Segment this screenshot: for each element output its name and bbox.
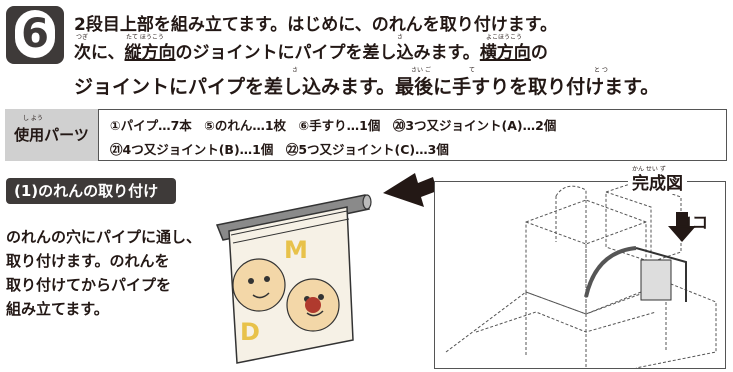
noren-illustration [215,173,435,364]
section-desc-2: 取り付けます。のれんを [6,252,170,270]
completion-diagram [445,182,717,368]
ruby-yoko: よこほうこう [486,34,523,41]
line2-part-e: の [530,43,548,63]
line2-part-a: 次に、 [74,43,125,63]
ruby-te: て [469,67,476,74]
step-number: 6 [15,10,55,58]
section-desc-4: 組み立てます。 [6,300,109,318]
arrow-left-icon [383,173,435,207]
instruction-line-1: 2段目上部を組み立てます。はじめに、のれんを取り付けます。 [74,15,558,35]
parts-line-2: ㉑4つ又ジョイント(B)…1個 ㉒5つ又ジョイント(C)…3個 [110,142,449,157]
ruby-sa2: さ [292,67,299,74]
vertical-direction-text: 縦方向 [124,43,176,63]
arrow-down-icon [668,212,696,242]
parts-line-1: ①パイプ…7本 ⑤のれん…1枚 ⑥手すり…1個 ⑳3つ又ジョイント(A)…2個 [110,118,557,133]
completion-title-ruby: かん せい ず [632,166,666,173]
section-desc-1: のれんの穴にパイプに通し、 [6,228,202,246]
noren-letter-d: D [240,318,260,346]
ruby-saigo: さい ご [411,67,431,74]
ruby-sa: さ [397,34,404,41]
completion-title: 完成図 [628,169,687,194]
instruction-line-2: 次に、縦方向のジョイントにパイプを差し込みます。横方向の [74,38,548,63]
ruby-tate: たて ほうこう [126,34,164,41]
section-title: (1)のれんの取り付け [6,178,176,204]
horizontal-direction-text: 横方向 [479,43,531,63]
ruby-tsugi: つぎ [76,34,89,41]
parts-label-ruby: し よう [23,115,43,122]
here-marker: ココ [676,213,709,232]
instruction-line-3: ジョイントにパイプを差し込みます。最後に手すりを取り付けます。 [74,76,660,98]
section-desc-3: 取り付けてからパイプを [6,276,172,294]
noren-letter-m: M [284,236,308,264]
noren-curtain [228,206,354,364]
step-badge-icon: 6 [6,6,64,64]
line2-part-c: のジョイントにパイプを差し込みます。 [175,43,480,63]
parts-label: 使用パーツ [5,109,99,161]
completion-diagram-frame [434,181,726,369]
ruby-totsu: と つ [594,67,608,74]
highlighted-handrail [584,246,687,302]
